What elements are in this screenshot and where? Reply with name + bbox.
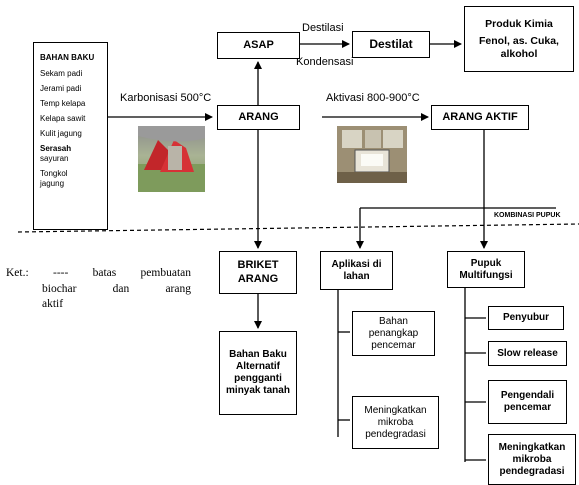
penangkap-pencemar-box: Bahan penangkap pencemar — [352, 311, 435, 356]
pengendali-pencemar-box: Pengendali pencemar — [488, 380, 567, 424]
raw-materials-box: BAHAN BAKU Sekam padi Jerami padi Temp k… — [33, 42, 108, 230]
raw-material-item: jagung — [40, 179, 65, 188]
label-aktivasi: Aktivasi 800-900°C — [326, 92, 420, 104]
briket-arang-box: BRIKET ARANG — [219, 251, 297, 294]
ket-word: Ket.: — [6, 267, 29, 279]
ket-word: biochar — [42, 282, 77, 295]
meningkatkan-label-1: Meningkatkan mikroba pendegradasi — [364, 404, 427, 440]
penangkap-label: Bahan penangkap pencemar — [368, 315, 419, 351]
meningkatkan-mikroba-box-2: Meningkatkan mikroba pendegradasi — [488, 434, 576, 485]
legend-note: Ket.: ---- batas pembuatan biochar dan a… — [6, 266, 191, 313]
raw-material-item: Sekam padi — [40, 69, 83, 78]
destilat-box: Destilat — [352, 31, 430, 58]
ket-word: pembuatan — [140, 267, 191, 279]
produk-kimia-title: Produk Kimia — [485, 17, 553, 30]
kiln-photo — [138, 126, 205, 192]
aplikasi-lahan-box: Aplikasi di lahan — [320, 251, 393, 290]
penyubur-label: Penyubur — [502, 312, 550, 323]
pupuk-multifungsi-box: Pupuk Multifungsi — [447, 251, 525, 288]
produk-kimia-box: Produk Kimia Fenol, as. Cuka, alkohol — [464, 6, 574, 72]
label-karbonisasi: Karbonisasi 500°C — [120, 92, 212, 104]
raw-material-item: Kulit jagung — [40, 129, 82, 138]
label-kombinasi-pupuk: KOMBINASI PUPUK — [494, 212, 561, 219]
raw-material-item: Tongkol — [40, 169, 68, 178]
slow-release-label: Slow release — [497, 347, 558, 359]
label-kondensasi: Kondensasi — [296, 56, 354, 68]
ket-word: ---- — [52, 267, 69, 279]
destilat-label: Destilat — [369, 37, 413, 52]
arang-aktif-label: ARANG AKTIF — [442, 110, 518, 123]
arang-aktif-box: ARANG AKTIF — [431, 105, 529, 130]
raw-material-item: sayuran — [40, 154, 69, 163]
pupuk-label: Pupuk Multifungsi — [459, 257, 513, 281]
meningkatkan-mikroba-box-1: Meningkatkan mikroba pendegradasi — [352, 396, 439, 449]
raw-materials-title: BAHAN BAKU — [40, 53, 95, 62]
pengendali-label: Pengendali pencemar — [500, 390, 555, 413]
ket-word: arang — [165, 282, 191, 295]
raw-material-item: Temp kelapa — [40, 99, 86, 108]
briket-label-1: BRIKET — [237, 259, 279, 272]
biochar-boundary-line — [17, 223, 579, 233]
produk-kimia-body: Fenol, as. Cuka, alkohol — [479, 35, 559, 60]
raw-material-item: Kelapa sawit — [40, 114, 86, 123]
meningkatkan-label-2: Meningkatkan mikroba pendegradasi — [498, 441, 566, 477]
slow-release-box: Slow release — [488, 341, 567, 366]
label-destilasi: Destilasi — [302, 22, 344, 34]
bahan-alternatif-box: Bahan Baku Alternatif pengganti minyak t… — [219, 331, 297, 415]
arang-label: ARANG — [238, 110, 279, 123]
penyubur-box: Penyubur — [488, 306, 564, 330]
ket-word: aktif — [42, 298, 64, 311]
bahan-alternatif-label: Bahan Baku Alternatif pengganti minyak t… — [226, 349, 290, 396]
arang-box: ARANG — [217, 105, 300, 130]
asap-box: ASAP — [217, 32, 300, 59]
raw-material-item: Serasah — [40, 144, 72, 153]
raw-material-item: Jerami padi — [40, 84, 82, 93]
briket-label-2: ARANG — [237, 272, 279, 285]
aplikasi-label: Aplikasi di lahan — [331, 258, 382, 282]
ket-word: dan — [112, 282, 130, 295]
furnace-photo — [337, 126, 407, 183]
ket-word: batas — [92, 267, 117, 279]
asap-label: ASAP — [243, 38, 274, 51]
